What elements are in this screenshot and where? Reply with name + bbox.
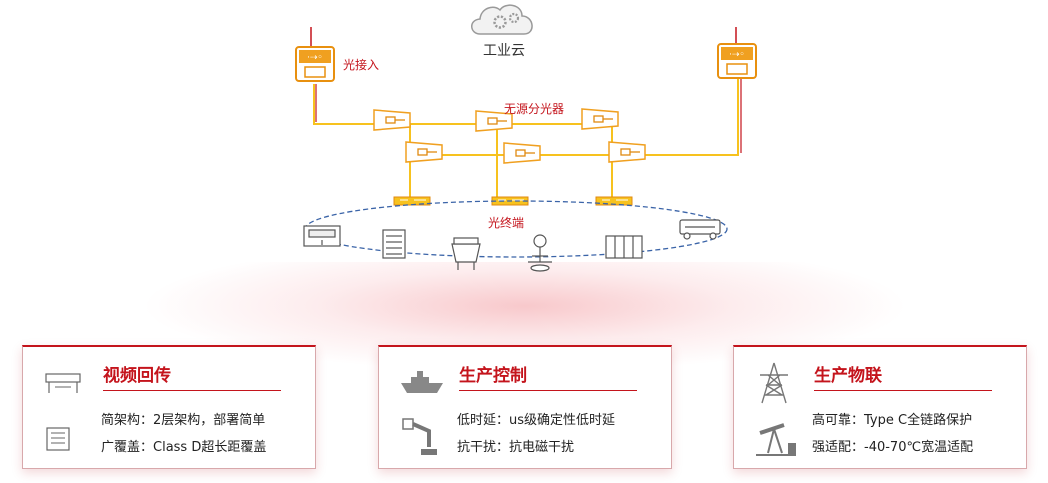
card-production-control: 生产控制 低时延：us级确定性低时延 抗干扰：抗电磁干扰: [378, 345, 672, 469]
card-line: 强适配：-40-70℃宽温适配: [812, 440, 974, 455]
onu-icon: [393, 196, 431, 206]
card-line: 高可靠：Type C全链路保护: [812, 413, 973, 428]
card-line: 抗干扰：抗电磁干扰: [457, 440, 575, 455]
cloud-label: 工业云: [483, 43, 525, 59]
splitter-icon: [405, 141, 443, 163]
meter-panel-icon: [303, 225, 341, 247]
card-divider: [103, 390, 281, 391]
ship-icon: [401, 371, 443, 393]
card-divider: [814, 390, 992, 391]
etc-gate-icon: [45, 373, 81, 393]
oil-pump-icon: [756, 423, 796, 456]
splitter-icon: [581, 108, 619, 130]
card-title: 生产物联: [814, 366, 882, 386]
olt-right-icon: [717, 43, 757, 79]
fiber-lines: [313, 78, 739, 197]
card-divider: [459, 390, 637, 391]
olt-left-icon: [295, 46, 335, 82]
splitter-icon: [608, 141, 646, 163]
card-line: 简架构：2层架构，部署简单: [101, 413, 266, 428]
server-icon: [382, 229, 406, 259]
valve-icon: [528, 234, 552, 272]
card-line: 广覆盖：Class D超长距覆盖: [101, 440, 267, 455]
card-production-iot: 生产物联 高可靠：Type C全链路保护 强适配：-40-70℃宽温适配: [733, 345, 1027, 469]
splitter-label: 无源分光器: [504, 102, 565, 116]
conveyor-icon: [679, 219, 721, 240]
cloud-icon: [471, 4, 533, 35]
optical-access-label: 光接入: [343, 58, 380, 72]
network-diagram: ·⇢◦: [295, 4, 757, 272]
card-title: 视频回传: [103, 366, 171, 386]
splitter-icon: [503, 142, 541, 164]
card-line: 低时延：us级确定性低时延: [457, 413, 616, 428]
terminal-label: 光终端: [488, 216, 525, 230]
camera-cabinet-icon: [46, 427, 70, 451]
cooling-tower-icon: [451, 237, 481, 270]
splitter-icon: [373, 109, 411, 131]
card-video-backhaul: 视频回传 简架构：2层架构，部署简单 广覆盖：Class D超长距覆盖: [22, 345, 316, 469]
card-title: 生产控制: [459, 366, 527, 386]
robot-arm-icon: [402, 418, 437, 455]
power-tower-icon: [760, 362, 788, 404]
cabinet-icon: [605, 235, 643, 259]
